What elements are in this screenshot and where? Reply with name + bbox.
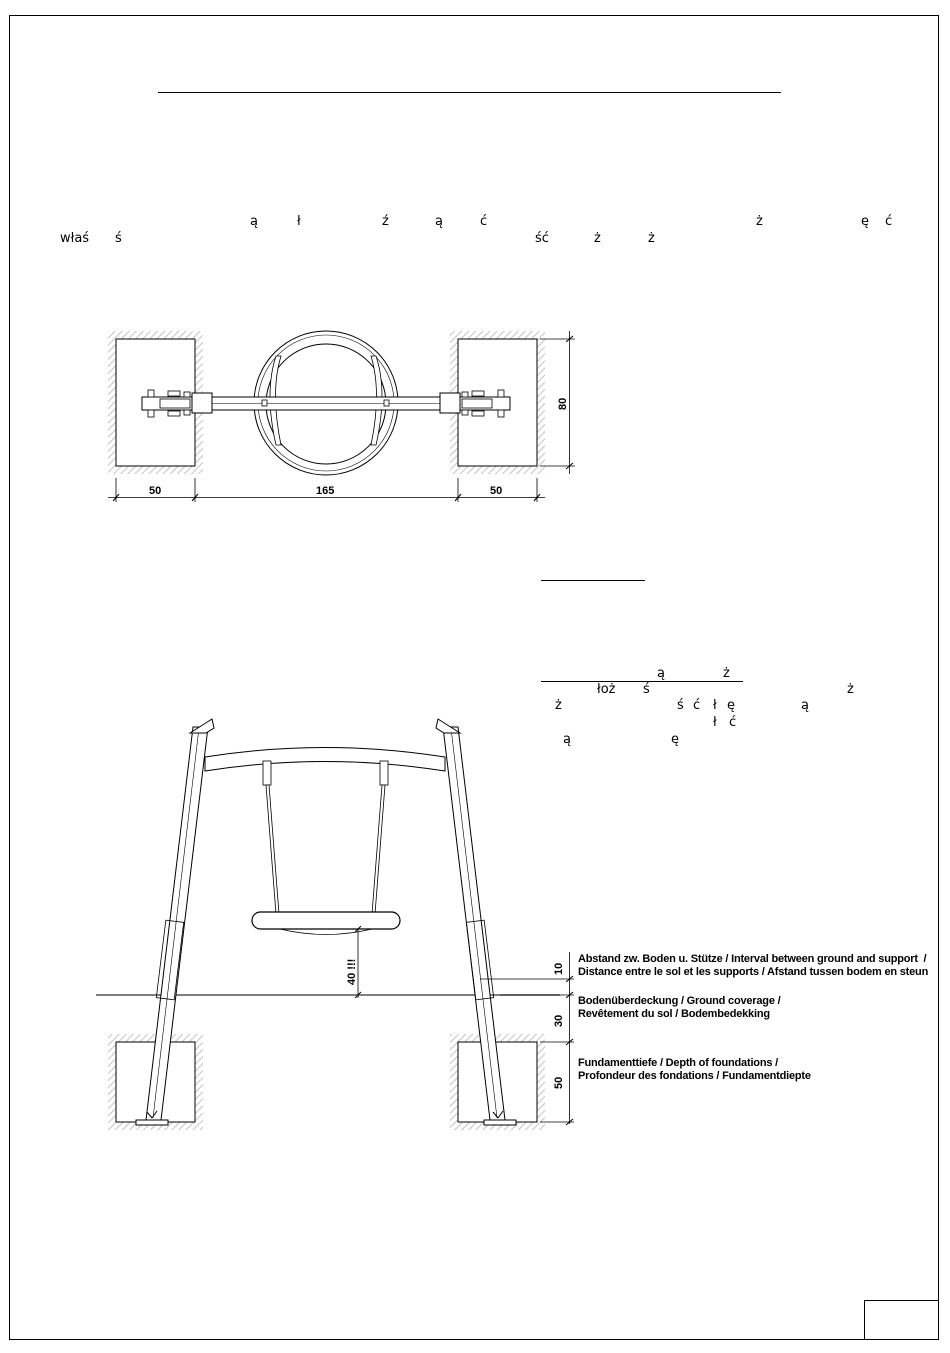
elev-dim-coverage: 30 (553, 1014, 565, 1027)
plan-bolt-right-2 (497, 409, 505, 418)
plan-hook-right (383, 399, 390, 407)
elev-seat (251, 911, 401, 930)
seat-height-tick-1 (354, 925, 362, 933)
plan-bolt-right-3 (471, 390, 485, 397)
plan-dim-right: 50 (490, 485, 503, 497)
note-fragment: ł (713, 715, 717, 730)
elev-rod-right (371, 784, 386, 915)
note-fragment: łoż (597, 682, 616, 697)
plan-bracket-left (191, 392, 213, 414)
header-fragment: ć (885, 214, 893, 229)
plan-view (108, 330, 575, 502)
note-fragment: ś (643, 682, 650, 697)
elevation-view (96, 718, 574, 1130)
elev-anchor-left (146, 1111, 153, 1119)
header-fragment: ź (382, 214, 389, 229)
header-fragment: ę (861, 214, 869, 229)
note-fragment: ć (729, 715, 737, 730)
plan-depth-tick-1 (565, 335, 574, 343)
plan-clamp-right (461, 398, 493, 409)
elev-seat-underside (279, 928, 373, 935)
note-gap-line2: Distance entre le sol et les supports / … (578, 966, 929, 978)
note-gap-line1: Abstand zw. Boden u. Stütze / Interval b… (578, 953, 927, 965)
plan-hook-left (261, 399, 268, 407)
elev-leg-left-inner (152, 727, 200, 1119)
note-foundation-line1: Fundamenttiefe / Depth of foundations / (578, 1057, 778, 1069)
elev-dim-tick-2 (565, 991, 574, 999)
note-fragment: ż (555, 698, 562, 713)
elev-leg-left-top (188, 718, 215, 734)
note-coverage-line1: Bodenüberdeckung / Ground coverage / (578, 995, 781, 1007)
header-fragment: ć (480, 214, 488, 229)
note-fragment: ł (713, 698, 717, 713)
plan-depth-tick-2 (565, 462, 574, 470)
plan-dim-left: 50 (149, 485, 162, 497)
header-fragment: ą (250, 214, 258, 229)
elev-hanger-left (262, 760, 272, 786)
elev-footplate-right (483, 1119, 517, 1126)
note-fragment: ą (563, 732, 571, 747)
elev-crossbeam (204, 747, 446, 772)
header-fragment: ść (535, 231, 549, 246)
plan-bolt-left-3 (167, 390, 181, 397)
elev-hanger-right (379, 760, 389, 786)
plan-bolt-right-4 (471, 410, 485, 417)
plan-dim-tick-2 (191, 493, 199, 502)
plan-dim-middle: 165 (316, 485, 335, 497)
elev-leg-right-top (435, 718, 462, 734)
elev-anchor-right-2 (497, 1110, 504, 1119)
elev-dim-gap: 10 (553, 962, 565, 975)
seat-height-label: 40 !!! (346, 958, 358, 985)
note-foundation-line2: Profondeur des fondations / Fundamentdie… (578, 1070, 811, 1082)
plan-bolt-left-2 (147, 409, 155, 418)
note-fragment: ż (723, 666, 730, 681)
note-fragment: ż (847, 682, 854, 697)
note-fragment: ą (801, 698, 809, 713)
header-fragment: ł (297, 214, 301, 229)
elev-dim-foundation: 50 (553, 1076, 565, 1089)
plan-bolt-right-1 (497, 389, 505, 398)
plan-dim-tick-4 (533, 493, 541, 502)
plan-bolt-right-5 (461, 391, 469, 398)
elev-dim-tick-1 (565, 975, 574, 983)
elev-leg-left-sleeve (155, 919, 185, 1001)
plan-dim-tick-3 (454, 493, 462, 502)
elev-anchor-right (492, 1111, 499, 1119)
title-block (864, 1300, 939, 1340)
note-fragment: ć (693, 698, 701, 713)
note-fragment: ą (657, 666, 665, 681)
elev-rod-left (265, 784, 280, 915)
header-fragment: właś (60, 231, 90, 246)
note-fragment: ę (671, 732, 679, 747)
elev-leg-right-inner (450, 727, 498, 1119)
header-fragment: ż (648, 231, 655, 246)
header-fragment: ż (756, 214, 763, 229)
plan-bolt-left-4 (167, 410, 181, 417)
elev-leg-right-sleeve (465, 919, 495, 1001)
header-fragment: ą (435, 214, 443, 229)
note-fragment: ś (677, 698, 684, 713)
plan-bolt-left-1 (147, 389, 155, 398)
plan-dim-depth: 80 (557, 397, 569, 410)
note-fragment: ę (727, 698, 735, 713)
plan-bolt-right-6 (461, 409, 469, 416)
plan-bolt-left-5 (183, 391, 191, 398)
elev-anchor-left-2 (151, 1110, 158, 1119)
plan-dim-tick-1 (112, 493, 120, 502)
elev-footplate-left (135, 1119, 169, 1126)
header-fragment: ż (594, 231, 601, 246)
sheet-border (9, 15, 939, 1340)
plan-bracket-right (439, 392, 461, 414)
seat-height-tick-2 (354, 991, 362, 999)
plan-clamp-left (159, 398, 191, 409)
note-coverage-line2: Revêtement du sol / Bodembedekking (578, 1008, 770, 1020)
elev-dim-tick-3 (565, 1038, 574, 1046)
elev-dim-tick-4 (565, 1118, 574, 1126)
plan-bolt-left-6 (183, 409, 191, 416)
header-fragment: ś (115, 231, 122, 246)
